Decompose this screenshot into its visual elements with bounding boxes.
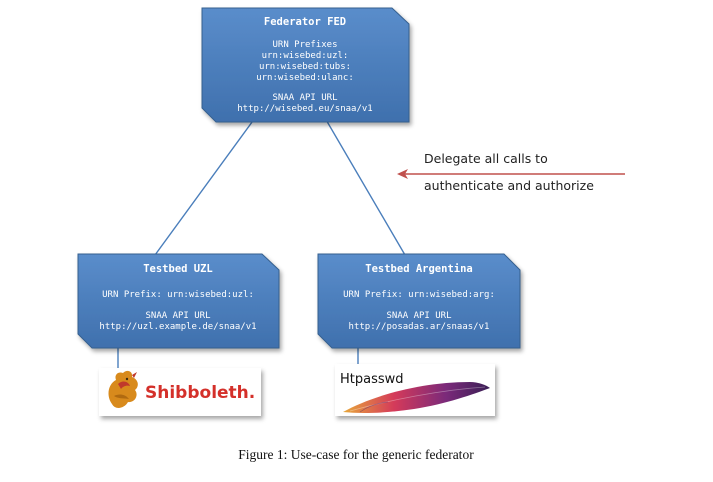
apache-feather-icon [343,382,490,413]
testbed-argentina-title: Testbed Argentina [365,263,472,275]
testbed-uzl-title: Testbed UZL [143,263,213,275]
testbed-argentina-api-url: http://posadas.ar/snaas/v1 [349,322,490,332]
htpasswd-logo: Htpasswd [335,364,495,416]
griffin-icon [108,370,138,408]
federator-title: Federator FED [264,16,346,28]
testbed-uzl-box: Testbed UZL URN Prefix: urn:wisebed:uzl:… [77,253,280,349]
federator-urn-heading: URN Prefixes [272,40,337,50]
federator-urn-prefix: urn:wisebed:ulanc: [256,73,354,83]
htpasswd-label: Htpasswd [340,372,404,387]
shibboleth-logo: Shibboleth. [99,368,261,416]
federator-api-heading: SNAA API URL [272,93,337,103]
delegation-annotation: Delegate all calls to authenticate and a… [397,151,625,193]
testbed-argentina-api-heading: SNAA API URL [386,311,451,321]
testbed-argentina-urn: URN Prefix: urn:wisebed:arg: [343,290,495,300]
testbed-argentina-box: Testbed Argentina URN Prefix: urn:wisebe… [317,253,521,349]
annotation-line-1: Delegate all calls to [424,151,548,166]
federator-api-url: http://wisebed.eu/snaa/v1 [237,104,372,114]
connector-fed-uzl [154,117,256,256]
testbed-uzl-urn: URN Prefix: urn:wisebed:uzl: [102,290,254,300]
figure-caption: Figure 1: Use-case for the generic feder… [238,447,474,462]
connector-fed-arg [324,117,406,256]
annotation-line-2: authenticate and authorize [424,178,594,193]
testbed-uzl-api-heading: SNAA API URL [145,311,210,321]
arrow-head-icon [397,169,408,179]
federator-urn-prefix: urn:wisebed:uzl: [262,51,349,61]
shibboleth-label: Shibboleth. [145,383,255,403]
testbed-uzl-api-url: http://uzl.example.de/snaa/v1 [99,322,256,332]
federator-box: Federator FED URN Prefixes urn:wisebed:u… [201,7,410,123]
federator-urn-prefix: urn:wisebed:tubs: [259,62,351,72]
